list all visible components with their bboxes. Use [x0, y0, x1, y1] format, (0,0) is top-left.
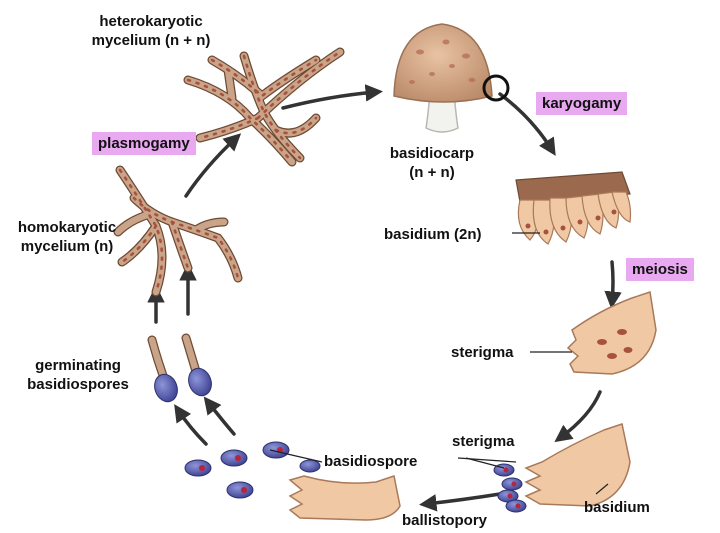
label-basidiospore: basidiospore [324, 453, 418, 470]
process-tag-meiosis: meiosis [626, 258, 694, 281]
basidiospore-icon [493, 463, 527, 513]
cycle-arrow-icon [203, 396, 236, 436]
cycle-arrows [147, 84, 622, 512]
mycelium-icon [183, 47, 345, 167]
cycle-arrow-icon [281, 84, 383, 110]
leader-lines [269, 232, 609, 495]
label-ballistopory: ballistopory [402, 512, 488, 529]
label-homokaryotic-line2: mycelium (n) [20, 238, 114, 255]
cycle-arrow-icon [604, 260, 622, 309]
label-germinating-line2: basidiospores [27, 376, 129, 393]
basidium-icon [566, 291, 657, 375]
label-heterokaryotic-line1: heterokaryotic [99, 13, 203, 30]
process-tag-plasmogamy: plasmogamy [92, 132, 196, 155]
label-sterigma-middle: sterigma [451, 344, 514, 361]
label-basidiocarp-line1: basidiocarp [389, 145, 475, 162]
cycle-arrow-icon [419, 492, 502, 512]
label-basidium-2n: basidium (2n) [384, 226, 482, 243]
mushroom-icon [393, 23, 510, 133]
cycle-arrow-icon [174, 404, 208, 446]
mycelium-icon [113, 165, 243, 297]
cycle-arrow-icon [498, 92, 556, 156]
label-homokaryotic-mycelium: homokaryotic mycelium (n) [2, 218, 132, 256]
label-sterigma-bottom: sterigma [452, 433, 515, 450]
cycle-arrow-icon [554, 390, 602, 443]
process-tag-karyogamy: karyogamy [536, 92, 628, 115]
basidiospore-icon [184, 441, 321, 499]
label-germinating-basidiospores: germinating basidiospores [8, 356, 148, 394]
label-basidium: basidium [584, 499, 650, 516]
label-basidiocarp: basidiocarp (n + n) [372, 144, 492, 182]
label-basidiocarp-line2: (n + n) [409, 164, 455, 181]
basidium-icon [524, 423, 631, 507]
label-heterokaryotic-mycelium: heterokaryotic mycelium (n + n) [66, 12, 236, 50]
cycle-arrow-icon [184, 133, 242, 198]
basidium-icon [288, 475, 401, 521]
label-homokaryotic-line1: homokaryotic [17, 219, 117, 236]
basidiospore-icon [147, 333, 212, 403]
basidium-icon [515, 171, 632, 245]
label-germinating-line1: germinating [35, 357, 121, 374]
label-heterokaryotic-line2: mycelium (n + n) [91, 32, 211, 49]
